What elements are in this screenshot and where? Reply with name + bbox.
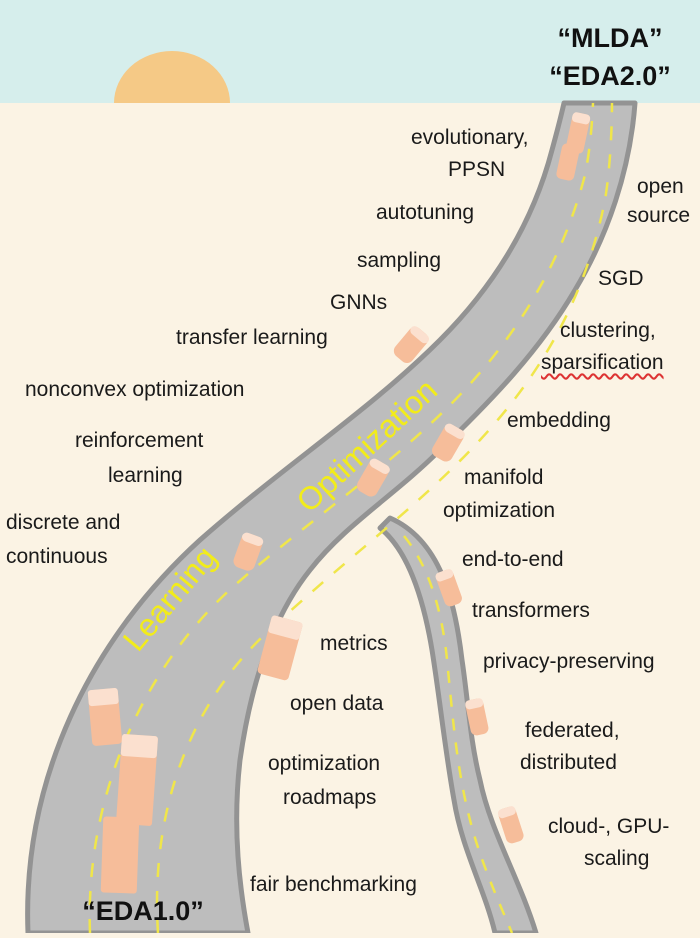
- label-transformers: transformers: [472, 599, 590, 622]
- label-manifold-optimization: optimization: [443, 499, 556, 522]
- car-icon-11: [497, 806, 524, 844]
- label-learning: learning: [108, 464, 183, 487]
- label-continuous: continuous: [6, 545, 108, 568]
- car-icon-8: [87, 688, 123, 746]
- label-end-to-end: end-to-end: [462, 548, 564, 571]
- title-eda1: “EDA1.0”: [82, 896, 204, 926]
- label-roadmaps: roadmaps: [283, 786, 377, 809]
- label-autotuning: autotuning: [376, 201, 475, 224]
- title-eda2: “EDA2.0”: [549, 61, 671, 91]
- main-lane-line-2: [155, 102, 614, 934]
- car-icon-1: [565, 112, 591, 154]
- label-nonconvex: nonconvex optimization: [25, 378, 245, 401]
- label-fair-benchmarking: fair benchmarking: [250, 873, 417, 896]
- sky: [0, 0, 700, 103]
- label-discrete: discrete and: [6, 511, 121, 534]
- label-embedding: embedding: [507, 409, 611, 432]
- label-sgd: SGD: [598, 267, 644, 290]
- car-icon-5: [357, 458, 390, 497]
- car-icon-6: [233, 532, 264, 571]
- car-icon-3: [393, 326, 430, 363]
- label-cloud-gpu: cloud-, GPU-: [548, 815, 670, 838]
- car-icon-7: [257, 615, 303, 681]
- truck-icon-1: [116, 734, 158, 826]
- car-icon-2: [556, 143, 580, 181]
- label-transfer-learning: transfer learning: [176, 326, 328, 349]
- label-clustering: clustering,: [560, 319, 656, 342]
- main-lane-line-1: [88, 102, 595, 934]
- label-manifold: manifold: [464, 466, 544, 489]
- label-evolutionary: evolutionary,: [411, 126, 529, 149]
- sun-icon: [114, 51, 230, 103]
- label-open-data: open data: [290, 692, 384, 715]
- label-open: open: [637, 175, 684, 198]
- label-federated: federated,: [525, 719, 620, 742]
- label-optimization-roadmaps-1: optimization: [268, 752, 381, 775]
- label-ppsn: PPSN: [448, 158, 506, 181]
- car-icon-10: [465, 698, 489, 736]
- label-privacy-preserving: privacy-preserving: [483, 650, 655, 673]
- label-reinforcement: reinforcement: [75, 429, 204, 452]
- label-sparsification: sparsification: [541, 351, 664, 374]
- label-source: source: [627, 204, 691, 227]
- car-icon-9: [435, 569, 462, 607]
- label-gnns: GNNs: [330, 291, 388, 314]
- label-sampling: sampling: [357, 249, 442, 272]
- truck-icon-2: [100, 816, 140, 894]
- car-icon-4: [432, 423, 465, 462]
- title-mlda: “MLDA”: [557, 23, 663, 53]
- label-scaling: scaling: [584, 847, 650, 870]
- label-metrics: metrics: [320, 632, 388, 655]
- label-distributed: distributed: [520, 751, 617, 774]
